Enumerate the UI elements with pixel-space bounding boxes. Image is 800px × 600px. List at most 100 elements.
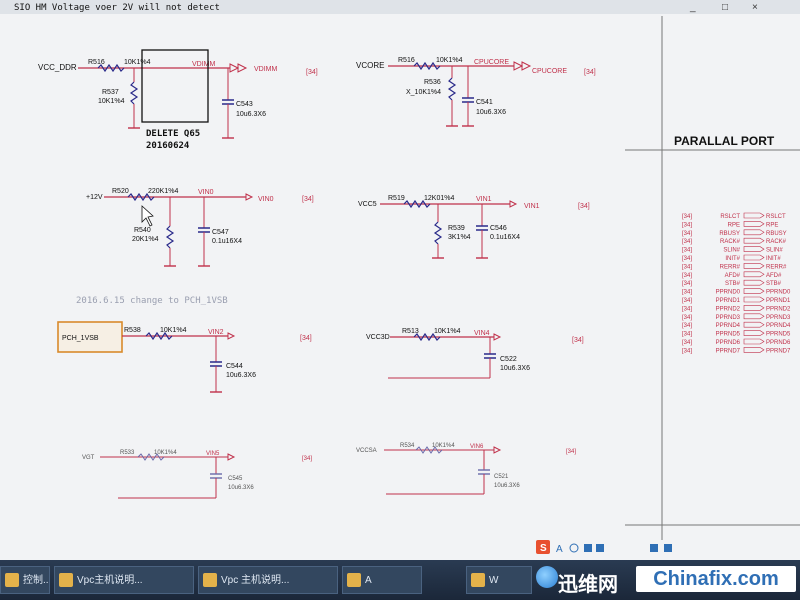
net-name: VIN6 bbox=[470, 444, 484, 450]
signal-name: PPRND1 bbox=[716, 298, 741, 304]
resistor-ref: R513 bbox=[402, 328, 419, 335]
folder-icon bbox=[5, 573, 19, 587]
cap-ref: C547 bbox=[212, 229, 229, 236]
sogou-icon[interactable] bbox=[536, 540, 550, 554]
resistor-ref: R534 bbox=[400, 443, 415, 449]
section-vin2: PCH_1VSB R538 10K1%4 VIN2 [34] C544 10u6… bbox=[57, 321, 312, 393]
ime-keyboard-icon[interactable] bbox=[584, 544, 592, 552]
taskbar-item[interactable]: A bbox=[342, 566, 422, 594]
signal-port-name: STB# bbox=[766, 281, 782, 287]
net-name: VIN2 bbox=[208, 329, 224, 336]
taskbar-item[interactable]: Vpc 主机说明... bbox=[198, 566, 338, 594]
net-source: VCC_DDR bbox=[38, 63, 77, 72]
cap-ref: C543 bbox=[236, 101, 253, 108]
resistor-value: 10K1%4 bbox=[432, 443, 455, 449]
resistor-value: 10K1%4 bbox=[434, 328, 461, 335]
signal-port-name: RBUSY bbox=[766, 231, 787, 237]
taskbar-item[interactable]: W bbox=[466, 566, 532, 594]
signal-page-ref: [34] bbox=[682, 248, 692, 254]
taskbar-item-label: W bbox=[489, 575, 499, 586]
net-source: +12V bbox=[86, 194, 103, 201]
taskbar-item-label: Vpc 主机说明... bbox=[221, 575, 290, 586]
wrench-icon[interactable] bbox=[664, 544, 672, 552]
signal-page-ref: [34] bbox=[682, 306, 692, 312]
signal-port-arrow bbox=[743, 237, 765, 244]
signal-port-name: AFD# bbox=[766, 273, 782, 279]
mouse-cursor-icon bbox=[141, 205, 154, 227]
page-ref: [34] bbox=[302, 196, 314, 203]
page-ref: [34] bbox=[300, 335, 312, 342]
page-ref: [34] bbox=[572, 337, 584, 344]
net-source: VCORE bbox=[356, 61, 384, 70]
folder-icon bbox=[203, 573, 217, 587]
pch-1vsb-box[interactable] bbox=[57, 321, 123, 353]
signal-page-ref: [34] bbox=[682, 298, 692, 304]
page-ref: [34] bbox=[566, 449, 576, 455]
signal-name: RSLCT bbox=[720, 214, 740, 220]
taskbar-item-label: 控制... bbox=[23, 575, 50, 586]
net-source: VCC5 bbox=[358, 201, 377, 208]
signal-name: RPE bbox=[728, 222, 740, 228]
ime-mode-icon[interactable]: A bbox=[556, 544, 563, 555]
resistor-value: 10K1%4 bbox=[436, 57, 463, 64]
net-name: VIN0 bbox=[198, 189, 214, 196]
signal-port-arrow bbox=[743, 221, 765, 227]
resistor2-ref: R536 bbox=[424, 79, 441, 86]
watermark-cn: 迅维网 bbox=[558, 572, 618, 596]
signal-name: PPRND7 bbox=[716, 348, 741, 354]
signal-page-ref: [34] bbox=[682, 239, 692, 245]
signal-page-ref: [34] bbox=[682, 315, 692, 321]
signal-port-arrow bbox=[743, 246, 765, 252]
parallel-port-title: PARALLAL PORT bbox=[674, 134, 775, 148]
cap-value: 0.1u16X4 bbox=[490, 234, 520, 241]
section-vcore: VCORE R516 10K1%4 CPUCORE CPUCORE [34] R… bbox=[356, 57, 596, 127]
signal-port-name: PPRND6 bbox=[766, 340, 791, 346]
net-source: VCC3D bbox=[366, 334, 390, 341]
signal-name: RERR# bbox=[720, 264, 741, 270]
taskbar-item[interactable]: Vpc主机说明... bbox=[54, 566, 194, 594]
signal-port-arrow bbox=[743, 254, 765, 261]
signal-page-ref: [34] bbox=[682, 290, 692, 296]
resistor2-value: 20K1%4 bbox=[132, 236, 159, 243]
signal-name: AFD# bbox=[725, 273, 741, 279]
section-vin5: VGT R533 10K1%4 VIN5 [34] C545 10u6.3X6 bbox=[82, 450, 312, 499]
note: DELETE Q65 bbox=[146, 129, 200, 139]
section-vin6: VCCSA R534 10K1%4 VIN6 [34] C521 10u6.3X… bbox=[356, 443, 576, 495]
cap-value: 10u6.3X6 bbox=[476, 109, 506, 116]
schematic-app-icon bbox=[471, 573, 485, 587]
parallel-port-row: [34]SLIN#SLIN# bbox=[682, 246, 783, 254]
parallel-port-row: [34]RERR#RERR# bbox=[682, 263, 787, 270]
section-vin4: VCC3D R513 10K1%4 VIN4 [34] C522 10u6.3X… bbox=[366, 328, 584, 379]
sogou-icon-letter: S bbox=[540, 543, 547, 554]
minimize-icon[interactable]: _ bbox=[689, 2, 696, 13]
ime-skin-icon[interactable] bbox=[596, 544, 604, 552]
cap-ref: C544 bbox=[226, 363, 243, 370]
signal-page-ref: [34] bbox=[682, 332, 692, 338]
filter-icon[interactable] bbox=[650, 544, 658, 552]
cap-value: 10u6.3X6 bbox=[228, 485, 254, 491]
signal-port-arrow bbox=[743, 288, 765, 294]
close-icon[interactable]: × bbox=[752, 2, 758, 13]
parallel-port-row: [34]RACK#RACK# bbox=[682, 237, 787, 245]
cap-value: 0.1u16X4 bbox=[212, 238, 242, 245]
watermark-en: Chinafix.com bbox=[636, 566, 796, 592]
maximize-icon[interactable]: □ bbox=[722, 2, 728, 13]
resistor-value: 10K1%4 bbox=[160, 327, 187, 334]
note: 20160624 bbox=[146, 141, 190, 151]
ime-punct-icon[interactable] bbox=[569, 543, 579, 553]
net-name: CPUCORE bbox=[474, 59, 509, 66]
taskbar-item[interactable]: 控制... bbox=[0, 566, 50, 594]
resistor-ref: R519 bbox=[388, 195, 405, 202]
signal-name: PPRND0 bbox=[716, 290, 741, 296]
signal-port-name: INIT# bbox=[766, 256, 781, 262]
schematic-sheet: SIO HM Voltage voer 2V will not detect _… bbox=[0, 0, 800, 555]
signal-name: SLIN# bbox=[723, 248, 740, 254]
net-source: VCCSA bbox=[356, 448, 377, 454]
